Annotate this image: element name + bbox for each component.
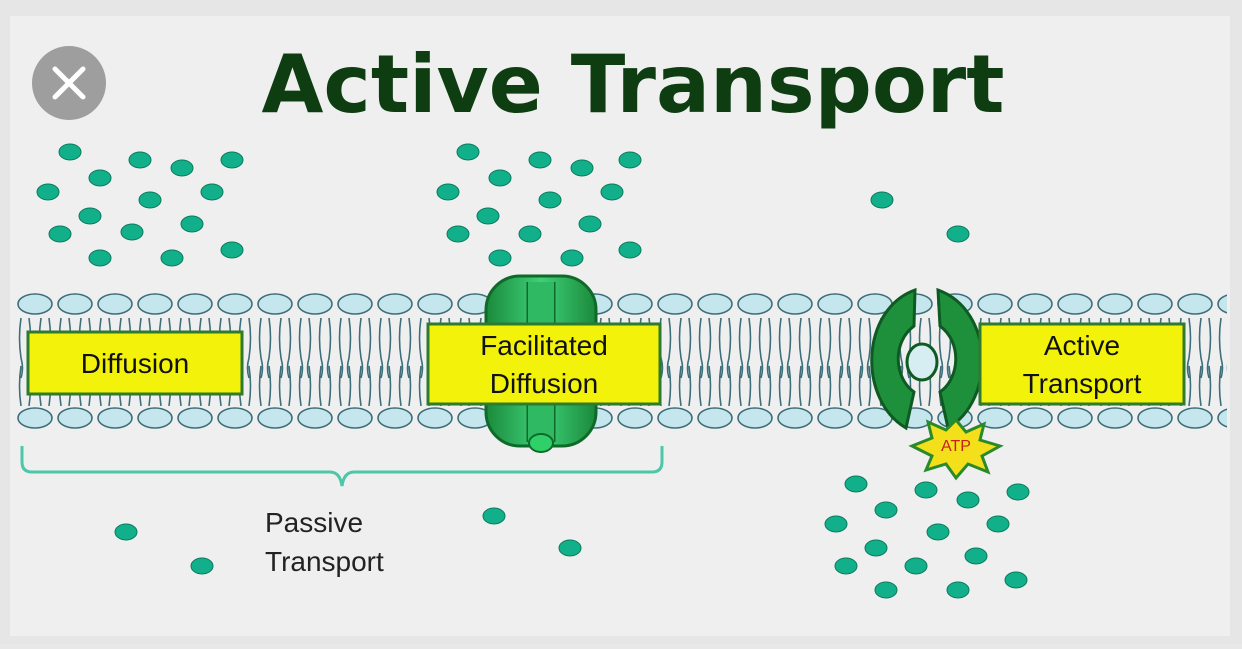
molecule bbox=[170, 159, 194, 177]
molecule bbox=[78, 207, 102, 225]
molecule bbox=[874, 581, 898, 599]
active-transport-box: Active Transport bbox=[978, 322, 1186, 406]
molecule bbox=[874, 501, 898, 519]
molecule bbox=[600, 183, 624, 201]
molecule bbox=[128, 151, 152, 169]
molecule bbox=[120, 223, 144, 241]
molecule bbox=[88, 249, 112, 267]
molecule bbox=[904, 557, 928, 575]
molecule bbox=[538, 191, 562, 209]
diffusion-box: Diffusion bbox=[26, 330, 244, 396]
molecule bbox=[834, 557, 858, 575]
molecule bbox=[518, 225, 542, 243]
molecule bbox=[180, 215, 204, 233]
molecule bbox=[1004, 571, 1028, 589]
molecule bbox=[824, 515, 848, 533]
molecule bbox=[36, 183, 60, 201]
molecule bbox=[456, 143, 480, 161]
molecule bbox=[946, 581, 970, 599]
membrane-bottom-heads bbox=[15, 406, 1227, 430]
molecule bbox=[114, 523, 138, 541]
close-button[interactable] bbox=[32, 46, 106, 120]
molecule bbox=[946, 225, 970, 243]
close-icon bbox=[52, 66, 86, 100]
molecule bbox=[618, 151, 642, 169]
atp-label: ATP bbox=[941, 438, 971, 455]
passive-transport-bracket bbox=[20, 446, 664, 487]
molecule bbox=[870, 191, 894, 209]
molecule bbox=[986, 515, 1010, 533]
molecule bbox=[446, 225, 470, 243]
membrane-top-heads bbox=[15, 292, 1227, 316]
carrier-protein bbox=[870, 287, 984, 431]
passive-label-line2: Transport bbox=[265, 546, 384, 577]
facilitated-label-line2: Diffusion bbox=[490, 368, 598, 399]
molecule bbox=[558, 539, 582, 557]
molecule bbox=[200, 183, 224, 201]
passive-label-line1: Passive bbox=[265, 507, 363, 538]
molecule bbox=[570, 159, 594, 177]
molecule bbox=[436, 183, 460, 201]
molecule bbox=[160, 249, 184, 267]
diagram-title: Active Transport bbox=[262, 38, 1005, 131]
active-label-line2: Transport bbox=[1023, 368, 1142, 399]
molecule bbox=[560, 249, 584, 267]
molecule bbox=[88, 169, 112, 187]
diffusion-label: Diffusion bbox=[81, 348, 189, 379]
molecules bbox=[36, 143, 1030, 599]
molecule bbox=[488, 249, 512, 267]
molecule bbox=[528, 151, 552, 169]
molecule bbox=[926, 523, 950, 541]
molecule bbox=[964, 547, 988, 565]
molecule bbox=[58, 143, 82, 161]
molecule bbox=[220, 241, 244, 259]
facilitated-diffusion-box: Facilitated Diffusion bbox=[426, 322, 662, 406]
molecule bbox=[138, 191, 162, 209]
molecule bbox=[618, 241, 642, 259]
molecule bbox=[220, 151, 244, 169]
facilitated-label-line1: Facilitated bbox=[480, 330, 608, 361]
active-label-line1: Active bbox=[1044, 330, 1120, 361]
molecule bbox=[488, 169, 512, 187]
molecule bbox=[914, 481, 938, 499]
molecule bbox=[190, 557, 214, 575]
molecule bbox=[578, 215, 602, 233]
molecule bbox=[1006, 483, 1030, 501]
molecule bbox=[844, 475, 868, 493]
molecule bbox=[482, 507, 506, 525]
molecule bbox=[476, 207, 500, 225]
molecule bbox=[48, 225, 72, 243]
molecule bbox=[864, 539, 888, 557]
atp-burst: ATP bbox=[908, 417, 1004, 481]
molecule bbox=[956, 491, 980, 509]
